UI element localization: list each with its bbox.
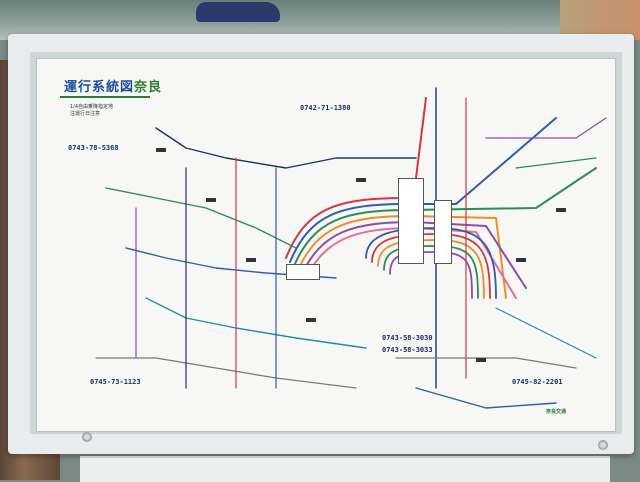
route-lines (95, 87, 607, 409)
map-title-city: 奈良 (134, 80, 163, 95)
phone-number-5: 0745-73-1123 (90, 378, 141, 386)
title-underline (60, 96, 150, 98)
route-right-5 (495, 307, 597, 359)
station-box (556, 208, 566, 212)
station-box (156, 148, 166, 152)
background-foliage (560, 0, 640, 40)
west-hub-station (286, 264, 320, 280)
legend-line-1: 1/4自由乗降指定地 (70, 104, 114, 110)
route-map-panel (36, 58, 616, 432)
station-box (206, 198, 216, 202)
map-legend: 1/4自由乗降指定地 注運行日注意 (70, 104, 113, 118)
phone-number-2: 0742-71-1380 (300, 104, 351, 112)
station-box (516, 258, 526, 262)
phone-number-4: 0743-58-3033 (382, 346, 433, 354)
route-left-4 (145, 297, 367, 349)
station-box (246, 258, 256, 262)
legend-line-2: 注運行日注意 (70, 111, 101, 117)
phone-number-6: 0745-82-2201 (512, 378, 563, 386)
phone-number-3: 0743-58-3030 (382, 334, 433, 342)
screw-bottom-right (598, 440, 608, 450)
route-left-1 (155, 127, 417, 169)
map-title-main: 運行系統図 (64, 80, 135, 95)
route-loop-3 (377, 239, 485, 299)
route-right-3 (515, 157, 597, 169)
station-box (476, 358, 486, 362)
route-right-4 (485, 117, 607, 139)
station-box (306, 318, 316, 322)
route-right-6 (415, 387, 557, 409)
phone-number-1: 0743-78-5368 (68, 144, 119, 152)
background-car (196, 2, 280, 22)
map-title: 運行系統図奈良 (64, 76, 162, 95)
station-box (356, 178, 366, 182)
company-logo: 奈良交通 (546, 409, 567, 415)
background-sky (0, 0, 640, 40)
lower-sign-panel (80, 456, 610, 482)
screw-bottom-left (82, 432, 92, 442)
route-left-2 (105, 187, 297, 249)
central-hub-station (398, 178, 424, 264)
secondary-hub-station (434, 200, 452, 264)
